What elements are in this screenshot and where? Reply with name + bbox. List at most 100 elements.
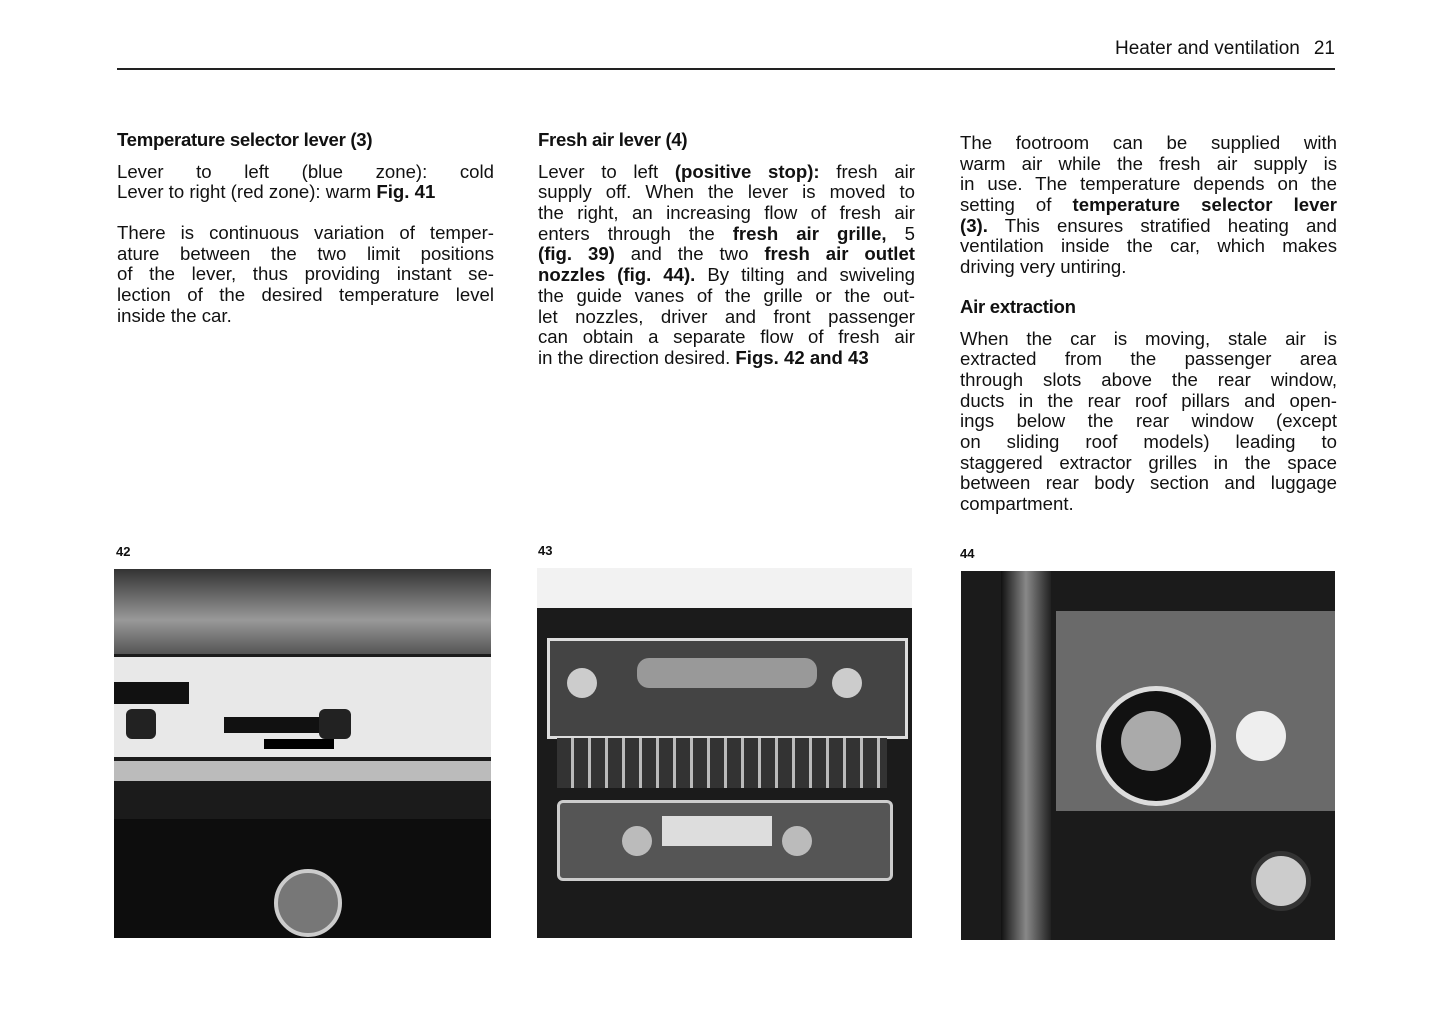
text-run: Lever to left (blue zone): cold — [117, 161, 494, 182]
bold-text: Figs. 42 and 43 — [735, 347, 869, 368]
bold-text: temperature selector lever — [1072, 195, 1337, 216]
text-run: in the direction desired. — [538, 347, 736, 368]
text-run: When the car is moving, stale air is — [960, 328, 1337, 349]
text-run: driving very untiring. — [960, 257, 1127, 278]
text-line: supply off. When the lever is moved to — [538, 182, 915, 203]
text-run: The footroom can be supplied with — [960, 133, 1337, 153]
text-line: Lever to left (positive stop): fresh air — [538, 162, 915, 183]
column-temperature-selector: Temperature selector lever (3) Lever to … — [117, 129, 494, 347]
text-line: inside the car. — [117, 306, 494, 327]
text-line: of the lever, thus providing instant se- — [117, 264, 494, 285]
paragraph: There is continuous variation of temper-… — [117, 223, 494, 326]
text-line: extracted from the passenger area — [960, 349, 1337, 370]
figure-number-42: 42 — [116, 544, 131, 559]
bold-text: nozzles (fig. 44). — [538, 265, 696, 286]
text-line: compartment. — [960, 494, 1337, 515]
text-line: staggered extractor grilles in the space — [960, 453, 1337, 474]
text-run: lection of the desired temperature level — [117, 285, 494, 306]
text-run: warm air while the fresh air supply is — [960, 153, 1337, 174]
bold-text: fresh air grille, — [732, 223, 887, 244]
text-body: Lever to left (positive stop): fresh air… — [538, 162, 915, 369]
bold-text: (fig. 39) — [538, 244, 615, 265]
heading-temperature-selector: Temperature selector lever (3) — [117, 129, 373, 150]
text-run: fresh air — [819, 161, 915, 182]
text-line: ature between the two limit positions — [117, 244, 494, 265]
section-title: Heater and ventilation — [1115, 38, 1300, 59]
text-run: through slots above the rear window, — [960, 369, 1337, 390]
text-line: ings below the rear window (except — [960, 411, 1337, 432]
figure-number-43: 43 — [538, 543, 553, 558]
text-run: setting of — [960, 195, 1073, 216]
text-line: on sliding roof models) leading to — [960, 432, 1337, 453]
text-line: There is continuous variation of temper- — [117, 223, 494, 244]
text-run: ings below the rear window (except — [960, 411, 1337, 432]
text-run: the right, an increasing flow of fresh a… — [538, 203, 915, 224]
text-run: between rear body section and luggage — [960, 473, 1337, 494]
text-line: setting of temperature selector lever — [960, 195, 1337, 216]
text-run: supply off. When the lever is moved to — [538, 182, 915, 203]
text-run: ventilation inside the car, which makes — [960, 236, 1337, 257]
text-line: Lever to right (red zone): warm Fig. 41 — [117, 182, 494, 203]
header-rule — [117, 68, 1335, 70]
text-line: in the direction desired. Figs. 42 and 4… — [538, 348, 915, 369]
text-line: through slots above the rear window, — [960, 370, 1337, 391]
text-run: can obtain a separate flow of fresh air — [538, 327, 915, 348]
text-line: (fig. 39) and the two fresh air outlet — [538, 244, 915, 265]
text-run: By tilting and swiveling — [695, 265, 915, 286]
heading-air-extraction: Air extraction — [960, 295, 1076, 317]
text-line: (3). This ensures stratified heating and — [960, 216, 1337, 237]
text-run: Lever to right (red zone): warm — [117, 182, 377, 203]
text-line: driving very untiring. — [960, 257, 1337, 278]
text-line: let nozzles, driver and front passenger — [538, 307, 915, 328]
text-line: The footroom can be supplied with — [960, 133, 1337, 154]
text-run: There is continuous variation of temper- — [117, 223, 494, 244]
figure-43-photo — [537, 568, 912, 938]
paragraph: Lever to left (positive stop): fresh air… — [538, 162, 915, 369]
text-line: ducts in the rear roof pillars and open- — [960, 391, 1337, 412]
page-number: 21 — [1313, 38, 1335, 59]
text-run: of the lever, thus providing instant se- — [117, 264, 494, 285]
figure-42-photo — [114, 569, 491, 938]
text-run: compartment. — [960, 494, 1074, 515]
text-line: lection of the desired temperature level — [117, 285, 494, 306]
text-line: can obtain a separate flow of fresh air — [538, 327, 915, 348]
text-line: between rear body section and luggage — [960, 473, 1337, 494]
text-run: inside the car. — [117, 305, 232, 326]
bold-text: Fig. 41 — [376, 182, 436, 203]
text-line: the right, an increasing flow of fresh a… — [538, 203, 915, 224]
text-run: enters through the — [538, 223, 733, 244]
column-fresh-air: Fresh air lever (4) Lever to left (posit… — [538, 129, 915, 389]
text-line: enters through the fresh air grille, 5 — [538, 224, 915, 245]
text-run: in use. The temperature depends on the — [960, 174, 1337, 195]
bold-text: (3). — [960, 215, 988, 236]
heading-fresh-air: Fresh air lever (4) — [538, 129, 688, 150]
bold-text: (positive stop): — [674, 161, 820, 182]
text-run: This ensures stratified heating and — [987, 215, 1337, 236]
figure-number-44: 44 — [960, 546, 975, 561]
text-line: ventilation inside the car, which makes — [960, 236, 1337, 257]
text-run: staggered extractor grilles in the space — [960, 452, 1337, 473]
text-run: let nozzles, driver and front passenger — [538, 306, 915, 327]
text-run: ducts in the rear roof pillars and open- — [960, 390, 1337, 411]
text-run: Lever to left — [538, 161, 675, 182]
text-line: When the car is moving, stale air is — [960, 329, 1337, 350]
text-run: extracted from the passenger area — [960, 349, 1337, 370]
figure-44-photo — [961, 571, 1335, 940]
text-run: the guide vanes of the grille or the out… — [538, 285, 915, 306]
text-line: nozzles (fig. 44). By tilting and swivel… — [538, 265, 915, 286]
text-line: Lever to left (blue zone): cold — [117, 162, 494, 183]
running-header: Heater and ventilation 21 — [1115, 38, 1335, 60]
text-run: 5 — [886, 223, 915, 244]
text-line: the guide vanes of the grille or the out… — [538, 286, 915, 307]
text-line: in use. The temperature depends on the — [960, 174, 1337, 195]
text-run: on sliding roof models) leading to — [960, 431, 1337, 452]
bold-text: fresh air outlet — [764, 244, 915, 265]
text-run: ature between the two limit positions — [117, 243, 494, 264]
